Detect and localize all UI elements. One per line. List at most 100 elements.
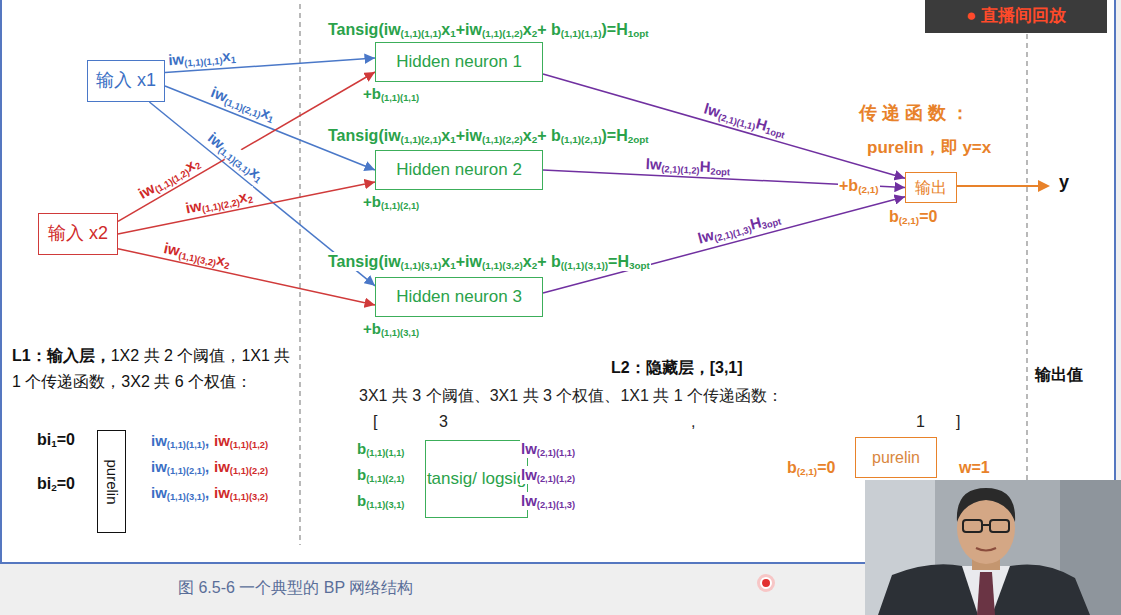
- subscript: 2opt: [711, 166, 731, 177]
- subscript: ((1,1)(3,1)): [561, 260, 608, 271]
- label-text: b(1,1)(1,1): [356, 440, 405, 458]
- subscript: (1,1)(2,2): [230, 466, 268, 476]
- label-text: ,: [690, 412, 696, 431]
- label-text: 3: [438, 412, 449, 431]
- subscript: 1: [450, 28, 456, 39]
- node-text: 输出: [915, 178, 947, 197]
- subscript: (1,1)(2,1): [401, 134, 442, 145]
- subscript: 2: [223, 260, 230, 271]
- node-text: purelin: [872, 448, 920, 467]
- subscript: 2: [532, 28, 538, 39]
- subscript: (1,1)(3,2): [230, 492, 268, 502]
- output-box: 输出: [905, 172, 957, 203]
- subscript: (2,1): [797, 466, 817, 477]
- subscript: (1,1)(2,1): [561, 134, 602, 145]
- subscript: (2,1): [899, 215, 919, 226]
- label-text: w=1: [958, 458, 991, 477]
- subscript: 2: [532, 260, 538, 271]
- label-text: purelin，即 y=x: [866, 138, 992, 158]
- subscript: (1,1)(1,1): [366, 448, 404, 458]
- label-text: b(1,1)(2,1): [356, 466, 405, 484]
- pointer-dot: [761, 578, 771, 588]
- neuron-box: Hidden neuron 2: [375, 150, 543, 190]
- input-box: 输入 x2: [38, 213, 118, 255]
- layer-divider: [1026, 34, 1027, 545]
- subscript: 3opt: [629, 260, 650, 271]
- subscript: (1,1)(1,1): [381, 93, 419, 103]
- label-text: b(2,1)=0: [888, 207, 938, 226]
- label-text: +b(1,1)(1,1): [362, 85, 420, 103]
- subscript: (1,1)(3,2): [482, 260, 523, 271]
- node-text: tansig/ logsig: [427, 469, 526, 489]
- label-text: iw(1,1)(1,2): [213, 432, 269, 450]
- subscript: (2,1)(1,3): [537, 500, 575, 510]
- output-arrow: [957, 185, 1040, 187]
- label-text: bi2=0: [36, 474, 76, 493]
- subscript: (2,1)(1,1): [537, 448, 575, 458]
- subscript: (1,1)(3,1): [381, 328, 419, 338]
- label-text: iw(1,1)(3,2): [213, 484, 269, 502]
- label-text: lw(2,1)(1,1): [520, 440, 576, 458]
- node-text: 输入 x2: [48, 223, 108, 245]
- label-text: +b(2,1): [838, 176, 880, 195]
- subscript: (1,1)(3,1): [366, 500, 404, 510]
- subscript: (1,1)(1,1): [401, 28, 442, 39]
- figure-panel: [1, 0, 1115, 563]
- label-text: [: [372, 412, 378, 431]
- label-text: iw(1,1)(1,1),: [150, 432, 210, 450]
- label-text: b(1,1)(3,1): [356, 492, 405, 510]
- subscript: (2,1)(1,2): [661, 164, 700, 176]
- label-text: b(2,1)=0: [786, 458, 836, 477]
- subscript: (1,1)(1,2): [230, 440, 268, 450]
- node-text: Hidden neuron 3: [396, 287, 522, 307]
- label-text: ]: [955, 412, 961, 431]
- subscript: (1,1)(1,2): [482, 28, 523, 39]
- label-text: bi1=0: [36, 430, 76, 449]
- function-box: purelin: [855, 437, 937, 478]
- subscript: 2: [532, 134, 538, 145]
- subscript: 2: [51, 482, 57, 493]
- text-block: L1：输入层，1X2 共 2 个阈值，1X1 共 1 个传递函数，3X2 共 6…: [12, 343, 292, 395]
- label-text: 1: [915, 412, 926, 431]
- subscript: 1: [51, 438, 57, 449]
- subscript: (1,1)(2,1): [167, 466, 205, 476]
- presenter-video: [865, 480, 1121, 615]
- subscript: 1: [450, 134, 456, 145]
- label-text: +b(1,1)(3,1): [362, 320, 420, 338]
- node-text: ● 直播间回放: [966, 6, 1066, 26]
- label-text: iw(1,1)(2,1),: [150, 458, 210, 476]
- label-text: y: [1058, 172, 1070, 194]
- subscript: 2: [193, 161, 202, 172]
- label-text: iw(1,1)(2,2): [213, 458, 269, 476]
- subscript: (1,1)(1,1): [561, 28, 602, 39]
- function-box: tansig/ logsig: [425, 440, 528, 518]
- subscript: (1,1)(3,1): [401, 260, 442, 271]
- node-text: purelin: [103, 459, 121, 504]
- subscript: 1: [450, 260, 456, 271]
- label-text: lw(2,1)(1,2): [520, 466, 576, 484]
- subscript: (1,1)(2,1): [381, 201, 419, 211]
- subscript: 1: [230, 55, 236, 65]
- label-text: Tansig(iw(1,1)(1,1)x1+iw(1,1)(1,2)x2+ b(…: [327, 20, 650, 39]
- subscript: (1,1)(2,2): [482, 134, 523, 145]
- input-box: 输入 x1: [87, 60, 165, 102]
- note-text: L1：输入层，: [12, 347, 111, 364]
- subscript: 1opt: [628, 28, 649, 39]
- node-text: 输入 x1: [96, 70, 156, 92]
- label-text: 3X1 共 3 个阈值、3X1 共 3 个权值、1X1 共 1 个传递函数：: [358, 386, 784, 405]
- label-text: 传递函数：: [858, 103, 975, 125]
- output-arrowhead: [1038, 180, 1050, 192]
- subscript: 1: [266, 114, 275, 125]
- label-text: +b(1,1)(2,1): [362, 193, 420, 211]
- subscript: (1,1)(1,1): [167, 440, 205, 450]
- subscript: (2,1)(1,2): [537, 474, 575, 484]
- label-text: iw(1,1)(3,1),: [150, 484, 210, 502]
- replay-badge: ● 直播间回放: [925, 0, 1107, 33]
- subscript: (2,1): [858, 184, 878, 195]
- label-text: Tansig(iw(1,1)(3,1)x1+iw(1,1)(3,2)x2+ b(…: [327, 252, 651, 271]
- figure-caption: 图 6.5-6 一个典型的 BP 网络结构: [178, 578, 413, 597]
- pointer-halo: [757, 574, 775, 592]
- subscript: 2: [247, 195, 254, 206]
- neuron-box: Hidden neuron 1: [375, 42, 543, 82]
